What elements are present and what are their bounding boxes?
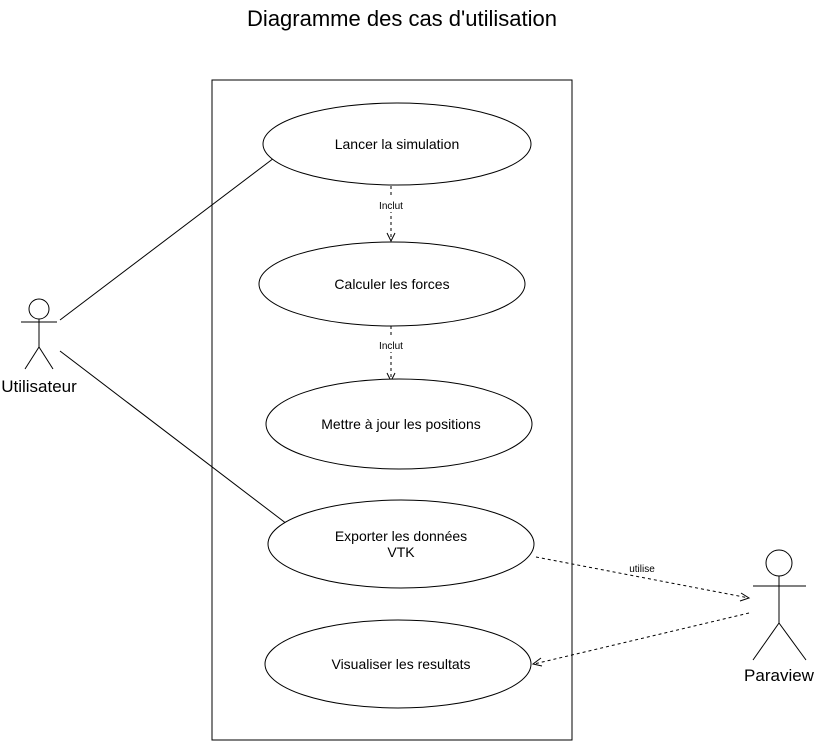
actor-utilisateur: Utilisateur [1, 298, 77, 396]
use-case-visualiser-ellipse [264, 619, 532, 709]
diagram-title: Diagramme des cas d'utilisation [247, 6, 557, 31]
dependency-paraview-visualiser [531, 612, 750, 667]
actor-utilisateur-label: Utilisateur [1, 377, 77, 396]
dependency-visualiser-line [533, 612, 750, 665]
dependency-visualiser-arrowhead [531, 657, 543, 667]
include-1-label: Inclut [379, 201, 403, 212]
actor-utilisateur-leg-left [24, 346, 40, 370]
system-boundary [211, 79, 573, 741]
include-2-label-bg [374, 338, 408, 352]
use-case-lancer-simulation: Lancer la simulation [262, 102, 532, 186]
include-relation-2: Inclut [374, 326, 408, 383]
use-case-mettre-ellipse [265, 378, 533, 470]
include-relation-1: Inclut [374, 186, 408, 243]
dependency-exporter-arrowhead [739, 592, 751, 602]
dependency-exporter-line [535, 556, 750, 599]
actor-utilisateur-head [28, 298, 50, 320]
use-case-calculer-forces: Calculer les forces [258, 241, 526, 327]
use-case-exporter-ellipse [267, 499, 535, 589]
include-1-label-bg [374, 198, 408, 212]
include-1-arrowhead [386, 232, 396, 243]
actor-paraview-head [765, 549, 793, 577]
actor-paraview-leg-right [778, 622, 807, 661]
use-case-exporter-label-line1: Exporter les données [335, 528, 467, 544]
include-2-label: Inclut [379, 341, 403, 352]
actor-paraview-label: Paraview [744, 666, 815, 685]
association-user-lancer [59, 157, 275, 321]
use-case-lancer-ellipse [262, 102, 532, 186]
use-case-lancer-label: Lancer la simulation [335, 136, 460, 152]
use-case-exporter-label-line2: VTK [387, 544, 415, 560]
actor-paraview: Paraview [744, 549, 815, 685]
use-case-mettre-label: Mettre à jour les positions [321, 416, 481, 432]
actor-paraview-leg-left [752, 622, 780, 661]
dependency-uses-label: utilise [629, 564, 655, 575]
use-case-calculer-label: Calculer les forces [334, 276, 449, 292]
use-case-visualiser-label: Visualiser les resultats [331, 656, 470, 672]
use-case-exporter-vtk: Exporter les données VTK [267, 499, 535, 589]
use-case-calculer-ellipse [258, 241, 526, 327]
use-case-visualiser-resultats: Visualiser les resultats [264, 619, 532, 709]
dependency-exporter-paraview: utilise [535, 556, 751, 602]
use-case-mettre-a-jour: Mettre à jour les positions [265, 378, 533, 470]
association-user-exporter [59, 350, 288, 525]
actor-utilisateur-leg-right [38, 346, 54, 370]
